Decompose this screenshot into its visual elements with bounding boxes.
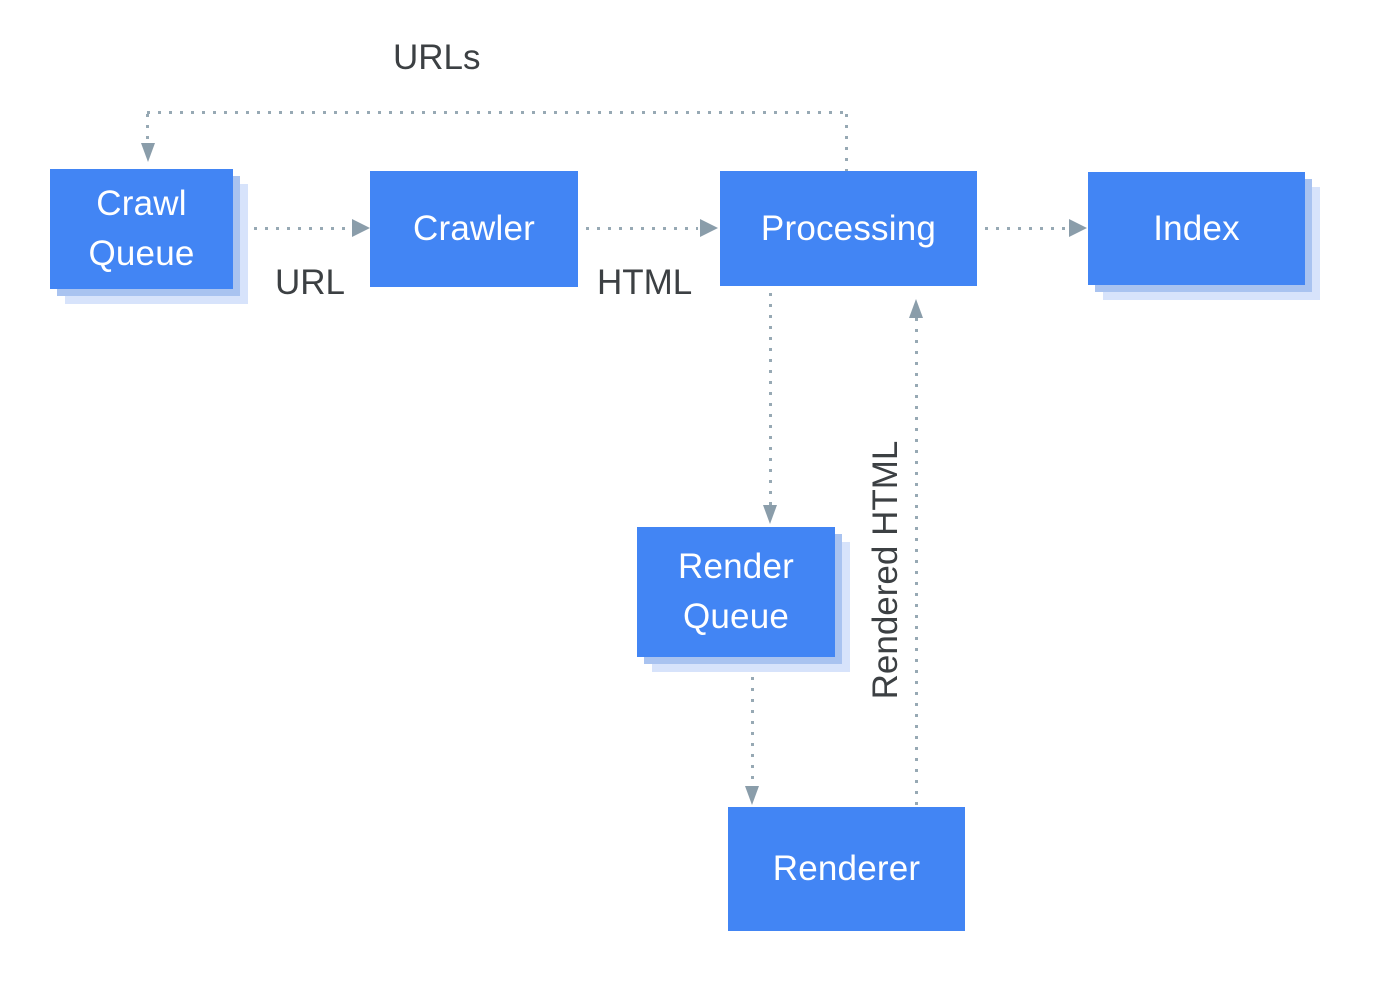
- node-renderer: Renderer: [728, 807, 965, 931]
- arrowhead-into-index-icon: [1069, 219, 1087, 237]
- edge-processing-to-crawl-queue-right-riser-line: [845, 114, 848, 171]
- edge-crawl-queue-to-crawler-line: [243, 227, 351, 230]
- arrowhead-into-processing-icon: [700, 219, 718, 237]
- arrowhead-up-into-processing-icon: [909, 299, 923, 318]
- edge-label-urls: URLs: [393, 38, 481, 77]
- arrowhead-into-render-queue-icon: [763, 505, 777, 524]
- edge-crawler-to-processing-line: [586, 227, 698, 230]
- edge-processing-to-crawl-queue-left-drop-line: [146, 114, 149, 146]
- edge-processing-to-index-line: [985, 227, 1067, 230]
- edge-processing-to-crawl-queue-horizontal-line: [147, 111, 847, 114]
- arrowhead-into-crawl-queue-icon: [141, 143, 155, 162]
- node-crawl-queue-label: Crawl Queue: [88, 184, 195, 273]
- edge-label-html: HTML: [597, 263, 693, 302]
- node-crawl-queue: Crawl Queue: [50, 169, 233, 289]
- edge-render-queue-to-renderer-line: [751, 666, 754, 786]
- edge-renderer-to-processing-line: [915, 318, 918, 805]
- node-processing-label: Processing: [760, 208, 937, 248]
- node-crawler-label: Crawler: [413, 209, 535, 249]
- node-crawler: Crawler: [370, 171, 578, 287]
- node-index: Index: [1088, 172, 1305, 285]
- edge-label-rendered-html: Rendered HTML: [866, 440, 905, 700]
- node-render-queue: Render Queue: [637, 527, 835, 657]
- edge-processing-to-render-queue-line: [769, 293, 772, 505]
- node-render-queue-label: Render Queue: [678, 547, 794, 636]
- node-index-label: Index: [1153, 208, 1240, 248]
- node-renderer-label: Renderer: [772, 849, 921, 889]
- arrowhead-into-renderer-icon: [745, 786, 759, 805]
- node-processing: Processing: [720, 171, 977, 286]
- edge-label-url: URL: [275, 263, 346, 302]
- arrowhead-into-crawler-icon: [352, 219, 370, 237]
